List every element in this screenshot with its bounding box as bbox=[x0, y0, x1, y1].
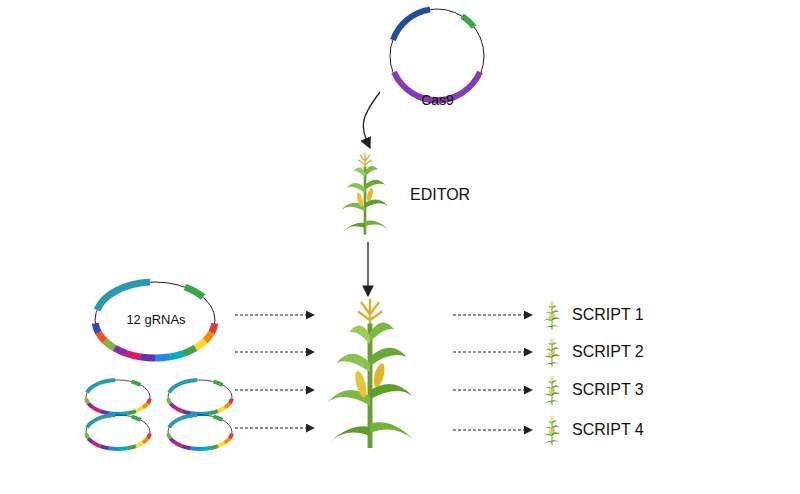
grna-plasmid bbox=[95, 282, 215, 358]
edited-plant bbox=[327, 299, 412, 448]
plant-node: SCRIPT 1 bbox=[540, 300, 670, 330]
node-label: EDITOR bbox=[410, 186, 470, 204]
plant-node: EDITOR bbox=[340, 148, 490, 238]
solid-arrow bbox=[367, 242, 368, 296]
node-label: SCRIPT 3 bbox=[572, 381, 644, 399]
editor-plant bbox=[342, 153, 389, 235]
dashed-arrows bbox=[235, 315, 532, 430]
script-plant bbox=[544, 416, 561, 445]
node-label: Cas9 bbox=[421, 92, 454, 108]
plant-node: SCRIPT 2 bbox=[540, 337, 670, 367]
node-label: SCRIPT 1 bbox=[572, 306, 644, 324]
plant-node: SCRIPT 3 bbox=[540, 375, 670, 405]
node-label: SCRIPT 4 bbox=[572, 421, 644, 439]
plasmid-node: 12 gRNAs bbox=[92, 280, 220, 362]
script-plant bbox=[544, 338, 561, 367]
plant-node: SCRIPT 4 bbox=[540, 415, 670, 445]
small-plasmids bbox=[86, 380, 232, 449]
node-label: SCRIPT 2 bbox=[572, 343, 644, 361]
node-label: 12 gRNAs bbox=[126, 312, 185, 327]
connector-arrow bbox=[363, 92, 380, 148]
plasmid-node: Cas9 bbox=[380, 6, 495, 114]
script-plant bbox=[544, 301, 561, 330]
cas9-plasmid bbox=[390, 9, 484, 103]
script-plant bbox=[544, 376, 561, 405]
